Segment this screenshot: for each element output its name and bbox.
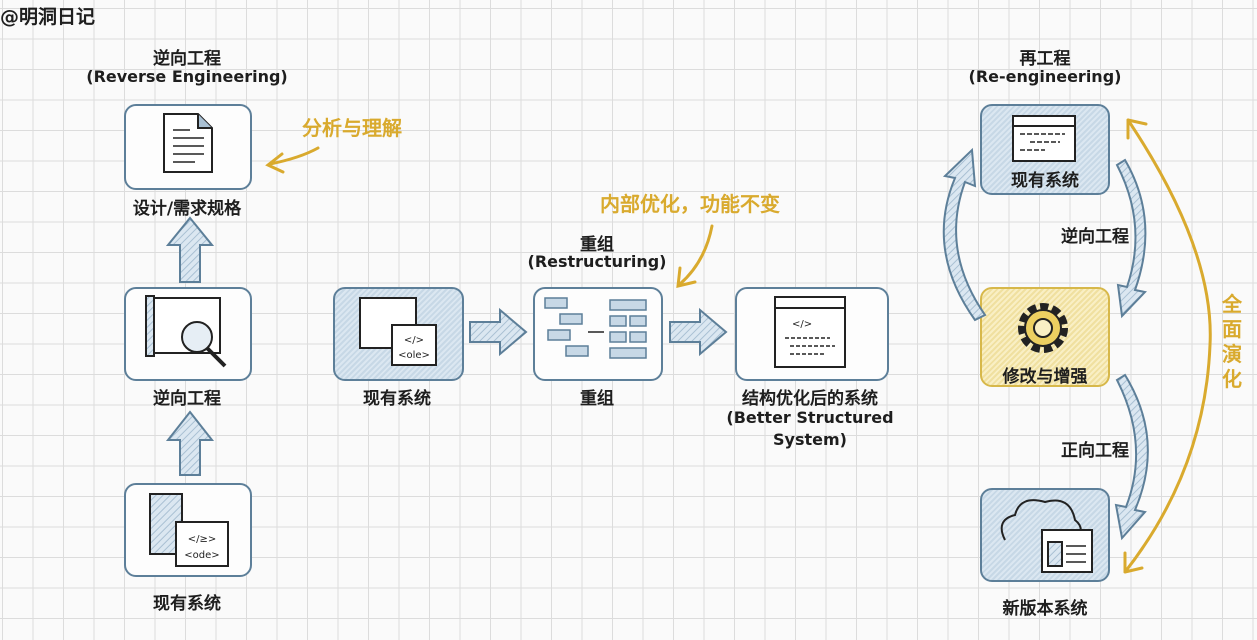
- restructure-annotation: 内部优化，功能不变: [600, 192, 780, 216]
- legacy-label-right: 现有系统: [1011, 171, 1079, 191]
- restructure-label: 重组: [580, 389, 614, 409]
- modify-label: 修改与增强: [1002, 367, 1088, 387]
- svg-text:<ole>: <ole>: [398, 350, 430, 361]
- analysis-annotation: 分析与理解: [302, 116, 402, 140]
- analysis-arrow: [265, 146, 320, 174]
- structured-code-icon: </>: [774, 296, 846, 368]
- forward-curve-arrow: [1114, 373, 1149, 541]
- new-system-label: 新版本系统: [1002, 599, 1088, 619]
- blueprint-magnifier-icon: [145, 295, 227, 368]
- evolution-arc: [1123, 118, 1212, 574]
- reverse-subtitle: (Reverse Engineering): [86, 67, 288, 86]
- svg-text:</>: </>: [404, 335, 424, 346]
- reengineer-subtitle: (Re-engineering): [968, 67, 1122, 86]
- result-label-1: 结构优化后的系统: [742, 389, 878, 409]
- cloud-deploy-icon: [1000, 499, 1093, 573]
- result-label-2: (Better Structured: [726, 408, 894, 427]
- watermark: @明洞日记: [0, 6, 96, 28]
- edge-reverse-label: 逆向工程: [1061, 227, 1129, 247]
- reverse-label: 逆向工程: [153, 389, 221, 409]
- server-code-icon: </≥> <ode>: [149, 493, 229, 567]
- gear-icon: [1018, 303, 1068, 353]
- up-arrow-1: [165, 216, 215, 283]
- up-arrow-2: [165, 410, 215, 476]
- restructure-blocks-icon: [544, 297, 647, 359]
- result-label-3: System): [773, 430, 847, 449]
- right-arrow-2: [669, 307, 728, 357]
- reengineer-title: 再工程: [1019, 49, 1071, 69]
- reverse-title: 逆向工程: [153, 49, 221, 69]
- svg-text:</>: </>: [792, 319, 812, 330]
- restructure-subtitle: (Restructuring): [527, 252, 667, 271]
- edge-forward-label: 正向工程: [1061, 441, 1129, 461]
- document-icon: [163, 113, 213, 173]
- right-arrow-1: [469, 307, 528, 357]
- legacy-label-left: 现有系统: [153, 594, 221, 614]
- svg-text:<ode>: <ode>: [184, 550, 219, 561]
- feedback-curve-arrow: [942, 147, 987, 322]
- reverse-curve-arrow: [1115, 158, 1147, 319]
- code-window-icon: </> <ole>: [359, 297, 437, 366]
- browser-window-icon: [1012, 115, 1076, 162]
- restructure-title: 重组: [580, 235, 614, 255]
- spec-label: 设计/需求规格: [132, 199, 242, 219]
- legacy-label-mid: 现有系统: [363, 389, 431, 409]
- svg-text:</≥>: </≥>: [188, 534, 217, 545]
- optimize-arrow: [676, 224, 714, 288]
- evolution-label: 全面演化: [1222, 292, 1242, 391]
